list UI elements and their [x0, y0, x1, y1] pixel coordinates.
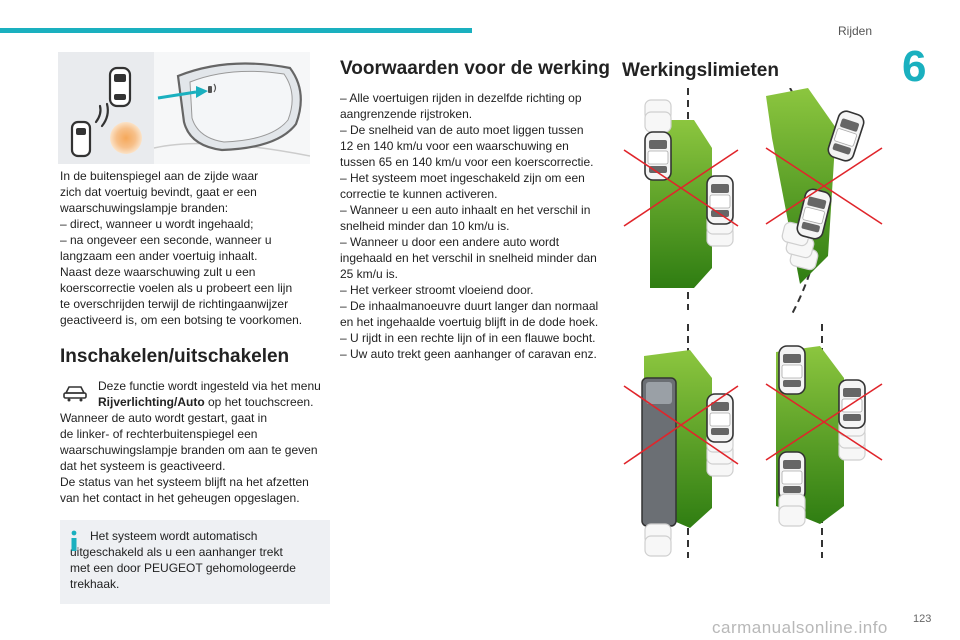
info-note: Het systeem wordt automatisch uitgeschak…: [60, 520, 330, 604]
heading-limits: Werkingslimieten: [622, 60, 779, 81]
menu-text-prefix: Deze functie wordt ingesteld via het men…: [98, 379, 321, 393]
column-right: Werkingslimieten: [622, 58, 922, 92]
limit-scenario-2: [765, 88, 883, 315]
page-number: 123: [913, 613, 932, 625]
column-middle: Voorwaarden voor de werking – Alle voert…: [340, 58, 610, 362]
menu-instruction: Deze functie wordt ingesteld via het men…: [60, 378, 330, 410]
section-title: Rijden: [838, 24, 873, 38]
limit-scenario-3: [623, 324, 739, 558]
car-rear-icon: [108, 66, 132, 108]
conditions-list: – Alle voertuigen rijden in dezelfde ric…: [340, 91, 599, 361]
heading-conditions: Voorwaarden voor de werking: [340, 58, 610, 79]
menu-text-suffix: op het touchscreen.: [204, 395, 314, 409]
header-accent-bar: [0, 28, 472, 33]
warning-light-icon: [110, 122, 142, 154]
heading-activation: Inschakelen/uitschakelen: [60, 346, 290, 367]
info-icon: [71, 530, 77, 551]
car-front-icon: [70, 120, 92, 158]
activation-description: Wanneer de auto wordt gestart, gaat in d…: [60, 411, 318, 505]
watermark: carmanualsonline.info: [712, 618, 888, 637]
operating-limits-illustration: [623, 88, 883, 558]
column-left: In de buitenspiegel aan de zijde waar zi…: [60, 168, 330, 604]
car-menu-icon: [63, 386, 87, 402]
chapter-number: 6: [902, 42, 927, 91]
mirror-indicator-icon: [208, 83, 217, 93]
warning-description: In de buitenspiegel aan de zijde waar zi…: [60, 169, 303, 327]
mirror-warning-illustration: [58, 52, 310, 164]
limit-scenario-4: [765, 324, 883, 558]
limit-scenario-1: [623, 88, 739, 310]
note-text: Het systeem wordt automatisch uitgeschak…: [70, 529, 296, 591]
menu-name: Rijverlichting/Auto: [98, 395, 205, 409]
